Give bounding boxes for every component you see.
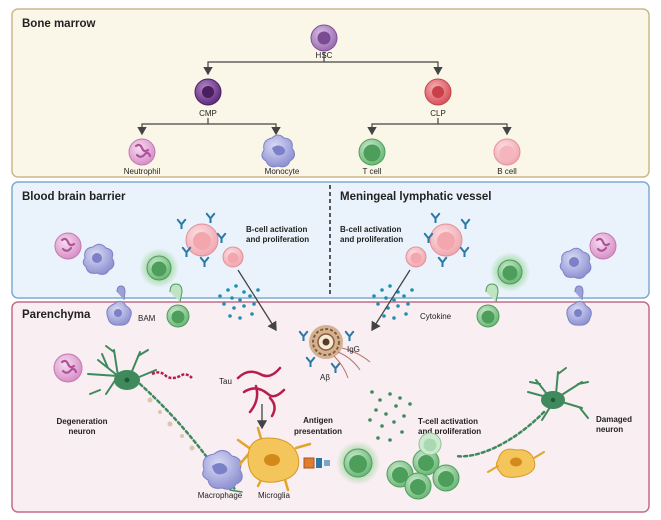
degeneration-label-1: Degeneration bbox=[56, 417, 107, 426]
mlv-b-cell-cluster bbox=[405, 212, 471, 268]
presenting-t-cell bbox=[336, 441, 380, 485]
monocyte-cell bbox=[261, 134, 296, 168]
monocyte-label: Monocyte bbox=[265, 167, 300, 176]
bbb-t-cell bbox=[139, 248, 179, 288]
b-cell-label: B cell bbox=[497, 167, 517, 176]
bone-marrow-title: Bone marrow bbox=[22, 18, 96, 30]
bbb-neutrophil bbox=[54, 232, 82, 260]
mlv-b-cell-label-1: B-cell activation bbox=[340, 225, 401, 234]
mlv-title: Meningeal lymphatic vessel bbox=[340, 191, 491, 203]
lineage-tree-lines bbox=[137, 52, 512, 136]
parenchyma-neutrophil bbox=[53, 353, 83, 383]
mlv-t-cell bbox=[490, 252, 530, 292]
bam-cell-right bbox=[566, 285, 592, 326]
migrating-t-cell-left bbox=[166, 283, 190, 328]
amyloid-plaque bbox=[298, 325, 371, 379]
damaged-neuron bbox=[454, 367, 589, 458]
hsc-cell bbox=[310, 24, 338, 52]
mlv-b-cell-label-2: and proliferation bbox=[340, 235, 403, 244]
mhc-tcr-synapse bbox=[303, 457, 330, 469]
microglia-right bbox=[487, 448, 545, 478]
axon-debris bbox=[147, 397, 195, 451]
cytokines-left bbox=[218, 284, 260, 320]
tau-fibril bbox=[151, 371, 193, 380]
clp-label: CLP bbox=[430, 109, 446, 118]
t-cell-signal-dots bbox=[368, 390, 412, 442]
tcell-activation-label-1: T-cell activation bbox=[418, 417, 478, 426]
antigen-label-2: presentation bbox=[294, 427, 342, 436]
tau-label: Tau bbox=[219, 377, 232, 386]
igg-label: IgG bbox=[347, 345, 360, 354]
t-cell-label: T cell bbox=[363, 167, 382, 176]
mlv-neutrophil bbox=[589, 232, 617, 260]
migrating-t-cell-right bbox=[476, 283, 500, 328]
parenchyma-panel bbox=[11, 301, 650, 513]
mlv-monocyte bbox=[559, 247, 592, 279]
neutrophil-label: Neutrophil bbox=[124, 167, 161, 176]
damaged-neuron-label-1: Damaged bbox=[596, 415, 632, 424]
antigen-label-1: Antigen bbox=[303, 416, 333, 425]
bam-cell-left bbox=[106, 285, 132, 326]
damaged-neuron-label-2: neuron bbox=[596, 425, 623, 434]
bone-marrow-panel bbox=[11, 8, 650, 178]
abeta-label: Aβ bbox=[320, 373, 330, 382]
bbb-b-cell-label-1: B-cell activation bbox=[246, 225, 307, 234]
bbb-b-cell-label-2: and proliferation bbox=[246, 235, 309, 244]
cmp-label: CMP bbox=[199, 109, 217, 118]
bam-label: BAM bbox=[138, 314, 156, 323]
hsc-label: HSC bbox=[316, 51, 333, 60]
microglia-cell bbox=[236, 426, 312, 492]
microglia-label: Microglia bbox=[258, 491, 291, 500]
arrow-left-to-plaque bbox=[237, 269, 277, 332]
b-cell bbox=[493, 138, 521, 166]
bbb-title: Blood brain barrier bbox=[22, 191, 126, 203]
t-cell bbox=[358, 138, 386, 166]
parenchyma-title: Parenchyma bbox=[22, 309, 91, 321]
t-cell-cluster bbox=[386, 432, 460, 500]
degeneration-label-2: neuron bbox=[68, 427, 95, 436]
tau-tangle bbox=[236, 366, 286, 418]
cytokine-label: Cytokine bbox=[420, 312, 452, 321]
bbb-monocyte bbox=[82, 243, 115, 275]
clp-cell bbox=[424, 78, 452, 106]
macrophage-label: Macrophage bbox=[198, 491, 243, 500]
cmp-cell bbox=[194, 78, 222, 106]
arrow-right-to-plaque bbox=[371, 269, 411, 332]
bbb-b-cell-cluster bbox=[176, 212, 244, 268]
tcell-activation-label-2: and proliferation bbox=[418, 427, 481, 436]
neutrophil-cell bbox=[128, 138, 156, 166]
macrophage-cell bbox=[202, 450, 243, 490]
